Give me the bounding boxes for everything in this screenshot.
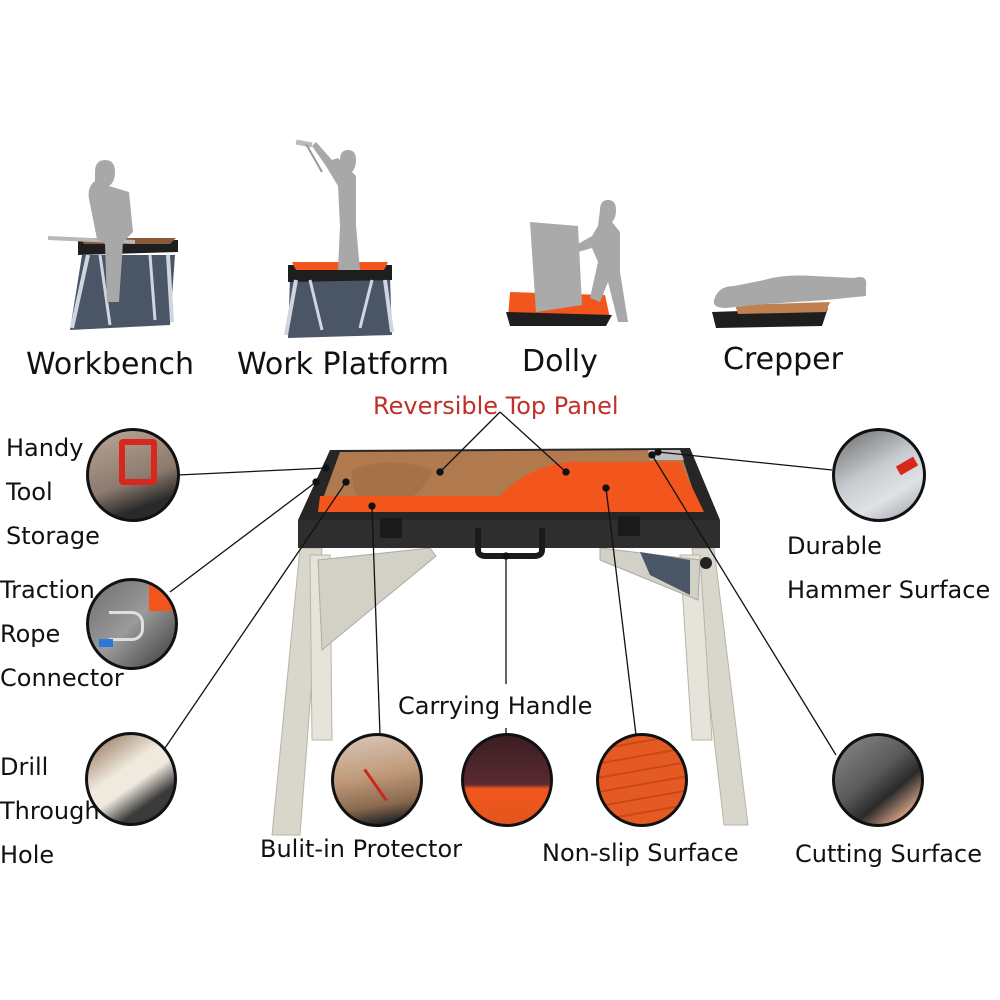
label-line: Traction [0, 576, 95, 604]
label-traction-rope-connector: Traction Rope Connector [0, 568, 124, 700]
mode-label-crepper: Crepper [723, 342, 843, 377]
cutting-surface-detail-image [832, 733, 924, 827]
durable-hammer-surface-detail-image [832, 428, 926, 522]
pencil-icon [363, 768, 388, 802]
builtin-protector-detail-image [331, 733, 423, 827]
hook-icon [109, 611, 144, 641]
label-line: Handy [6, 434, 84, 462]
non-slip-surface-detail-image [596, 733, 688, 827]
saw-handle-icon [119, 439, 157, 485]
label-non-slip-surface: Non-slip Surface [542, 839, 739, 867]
label-durable-hammer-surface: Durable Hammer Surface [787, 524, 990, 612]
handy-tool-storage-detail-image [86, 428, 180, 522]
label-handy-tool-storage: Handy Tool Storage [6, 426, 100, 558]
label-line: Storage [6, 522, 100, 550]
label-line: Drill [0, 753, 49, 781]
label-line: Durable [787, 532, 882, 560]
label-carrying-handle: Carrying Handle [398, 684, 593, 728]
label-line: Rope [0, 620, 61, 648]
label-line: Hole [0, 841, 55, 869]
mode-label-workbench: Workbench [26, 347, 194, 382]
traction-rope-connector-detail-image [86, 578, 178, 670]
mode-label-work-platform: Work Platform [237, 347, 450, 382]
drill-through-hole-detail-image [85, 732, 177, 826]
orange-edge [149, 581, 175, 611]
label-line: Connector [0, 664, 124, 692]
label-line: Tool [6, 478, 53, 506]
blue-clip-icon [99, 639, 113, 647]
label-line: Hammer Surface [787, 576, 991, 604]
reversible-top-panel-title: Reversible Top Panel [373, 392, 619, 420]
label-cutting-surface: Cutting Surface [795, 840, 982, 868]
mode-label-dolly: Dolly [522, 344, 598, 379]
label-drill-through-hole: Drill Through Hole [0, 745, 100, 877]
hammer-handle-icon [895, 456, 919, 476]
label-builtin-protector: Bulit-in Protector [260, 835, 462, 863]
carrying-handle-detail-image [461, 733, 553, 827]
label-line: Through [0, 797, 100, 825]
